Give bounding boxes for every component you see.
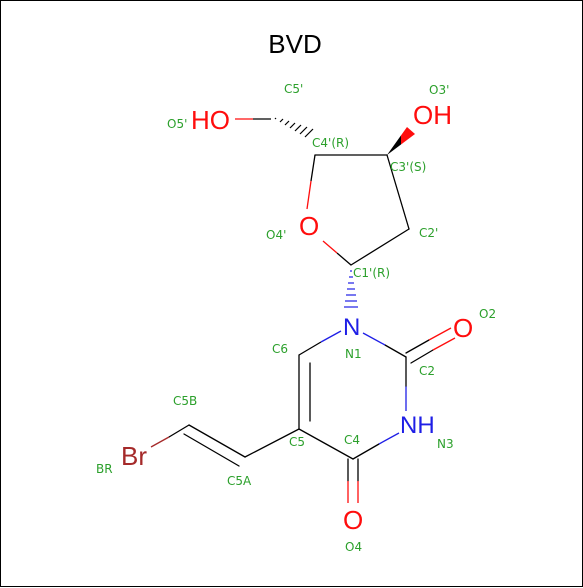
atom-br: Br [121,441,147,471]
atom-nh-n3: NH [400,412,435,439]
bond-c5a-c5b [188,424,246,458]
label-o4p: O4' [266,228,286,242]
label-c5p: C5' [284,82,303,96]
bond-c4-n3b [378,432,400,445]
bond-c3-o3-wedge [387,127,415,155]
bond-n1-c6 [320,330,342,343]
bond-c4-n3 [352,443,380,460]
label-c4p: C4'(R) [312,136,349,150]
bond-c5-c5a [244,428,300,458]
bond-c2-o2-double [410,349,434,364]
bond-c5b-br [168,424,190,438]
bond-c3-c2 [386,154,410,230]
bond-c1-o4b [322,240,338,254]
label-o2: O2 [479,307,496,321]
label-c5a: C5A [227,474,252,488]
label-o4: O4 [345,540,362,554]
atom-o-o4: O [343,505,363,535]
label-c5b: C5B [173,394,197,408]
label-n1: N1 [345,347,362,361]
bond-c2-o2b [428,327,452,341]
diagram-title: BVD [268,29,321,59]
label-o5p: O5' [167,117,187,131]
bond-c2-n1b [362,332,386,346]
bond-o4-c4 [306,180,312,210]
label-c2p: C2' [419,226,438,240]
element-symbols: HO OH O N O NH O Br [121,100,473,535]
label-c3p: C3'(S) [390,160,426,174]
label-c1p: C1'(R) [353,266,390,280]
bond-c2-n1 [384,344,407,358]
label-n3: N3 [437,437,454,451]
bond-o4-c4b [310,154,316,182]
bond-n1-c6b [298,341,322,356]
bond-c5a-c5b-double [183,433,240,467]
atom-labels: C5' O5' O3' C4'(R) C3'(S) O4' C2' C1'(R)… [96,82,496,554]
bond-c2-c1 [350,228,410,266]
atom-o-o2: O [453,313,473,343]
bond-c2-o2 [405,339,430,354]
bonds [150,117,456,503]
bond-c5-c4 [298,428,354,460]
bond-c1-n1-hash [344,270,358,308]
bond-c2-o2-doubleb [432,337,456,351]
label-c6: C6 [272,342,288,356]
atom-ho-o5: HO [191,105,230,135]
atom-o-o4p: O [299,211,319,241]
label-c4: C4 [344,433,360,447]
bond-c5b-brb [150,436,170,448]
atom-n-n1: N [343,314,360,341]
label-c2: C2 [419,364,435,378]
label-o3p: O3' [429,83,449,97]
label-c5: C5 [289,435,305,449]
bond-c5-c4-hash [274,117,314,138]
bond-c1-o4 [336,252,352,266]
atom-oh-o3: OH [413,100,452,130]
label-br: BR [96,462,113,476]
